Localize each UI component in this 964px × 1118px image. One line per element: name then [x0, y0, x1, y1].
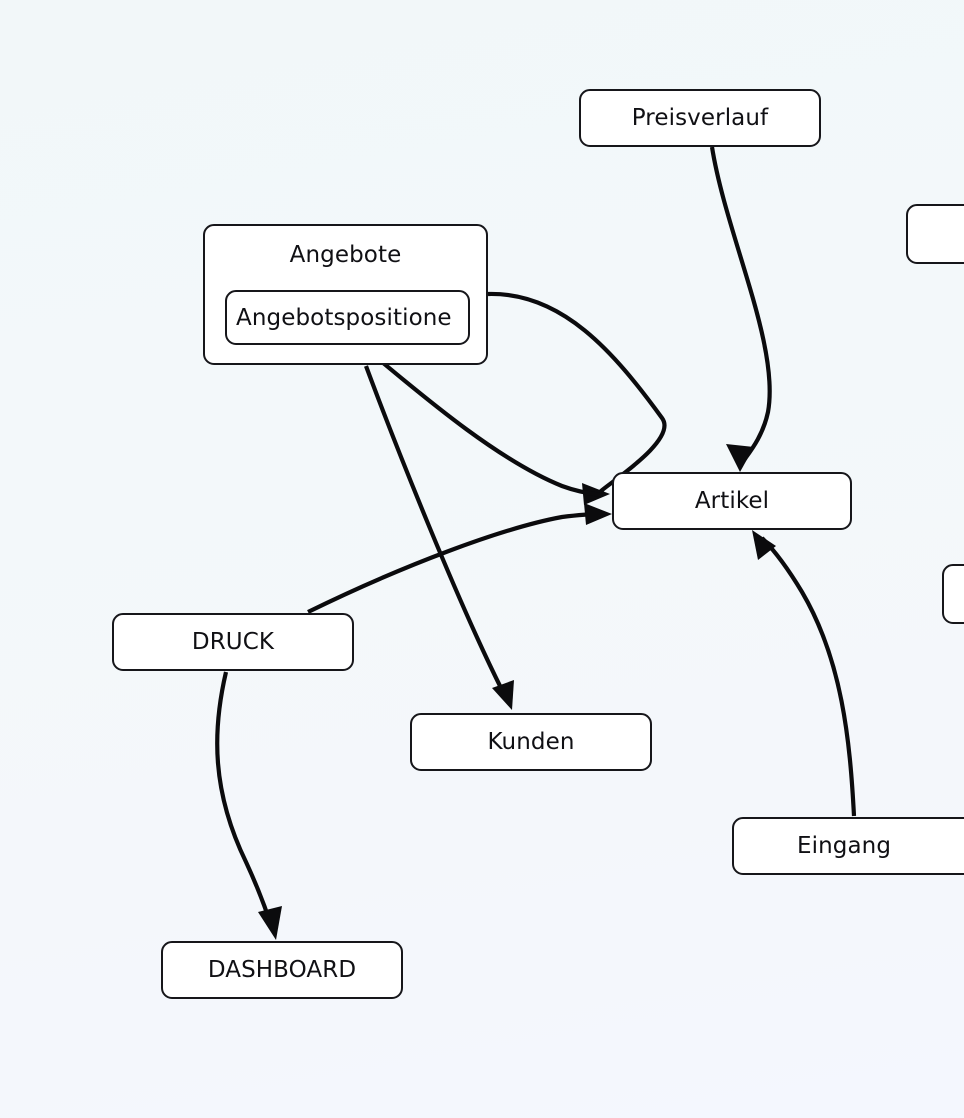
node-angebote-title: Angebote: [289, 242, 402, 268]
node-angebotspositionen[interactable]: Angebotspositione: [225, 290, 470, 345]
node-label: DRUCK: [191, 629, 275, 655]
edge-eingang-artikel: [752, 530, 857, 817]
node-label: Preisverlauf: [631, 105, 769, 131]
node-label: DASHBOARD: [207, 957, 357, 983]
node-kunden[interactable]: Kunden: [410, 713, 652, 771]
node-angebote[interactable]: Angebote Angebotspositione: [203, 224, 488, 365]
arrowhead-icon: [492, 680, 514, 710]
node-label: Angebotspositione: [236, 304, 452, 331]
node-artikel[interactable]: Artikel: [612, 472, 852, 530]
node-eingang[interactable]: Eingang: [732, 817, 964, 875]
node-right-partial-upper[interactable]: [906, 204, 964, 264]
edge-druck-dashboard: [215, 671, 282, 940]
edge-druck-artikel: [307, 503, 612, 614]
node-label: Kunden: [487, 729, 575, 755]
edge-angebote-kunden: [364, 365, 514, 710]
arrowhead-icon: [726, 444, 754, 472]
node-label: Artikel: [694, 488, 770, 514]
arrowhead-icon: [258, 906, 282, 940]
arrowhead-icon: [582, 483, 610, 505]
node-dashboard[interactable]: DASHBOARD: [161, 941, 403, 999]
arrowhead-icon: [752, 530, 776, 560]
node-druck[interactable]: DRUCK: [112, 613, 354, 671]
edge-angebote-artikel: [368, 350, 603, 498]
arrowhead-icon: [584, 503, 612, 525]
node-preisverlauf[interactable]: Preisverlauf: [579, 89, 821, 147]
node-label: Eingang: [796, 833, 892, 859]
edge-preisverlauf-artikel: [709, 146, 772, 472]
node-right-partial-lower[interactable]: [942, 564, 964, 624]
